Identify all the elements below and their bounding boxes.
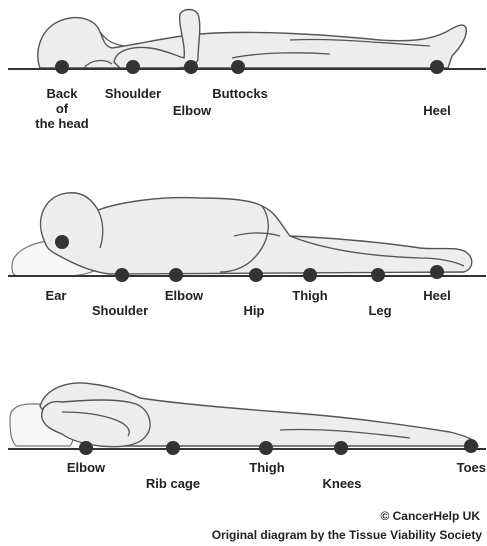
pressure-point-heel <box>430 265 444 279</box>
pressure-point-thigh <box>303 268 317 282</box>
label-elbow: Elbow <box>165 288 204 303</box>
figure-supine: Back of the head Shoulder Elbow Buttocks… <box>8 10 486 132</box>
figure-side-lying: Ear Shoulder Elbow Hip Thigh Leg Heel <box>8 193 486 318</box>
pressure-point-thigh <box>259 441 273 455</box>
label-toes: Toes <box>457 460 486 475</box>
figure-prone: Elbow Rib cage Thigh Knees Toes <box>8 383 486 491</box>
pressure-point-toes <box>464 439 478 453</box>
label-leg: Leg <box>368 303 391 318</box>
label-elbow: Elbow <box>67 460 106 475</box>
label-ear: Ear <box>46 288 67 303</box>
pressure-point-elbow <box>169 268 183 282</box>
label-back-of-head-1: Back <box>46 86 78 101</box>
label-back-of-head-3: the head <box>35 116 89 131</box>
pressure-point-buttocks <box>231 60 245 74</box>
label-elbow: Elbow <box>173 103 212 118</box>
label-shoulder: Shoulder <box>105 86 161 101</box>
pressure-point-leg <box>371 268 385 282</box>
pressure-point-shoulder <box>115 268 129 282</box>
label-shoulder: Shoulder <box>92 303 148 318</box>
pressure-point-ear <box>55 235 69 249</box>
label-heel: Heel <box>423 103 450 118</box>
source-credit: Original diagram by the Tissue Viability… <box>212 528 483 542</box>
pressure-point-hip <box>249 268 263 282</box>
label-thigh: Thigh <box>292 288 327 303</box>
label-knees: Knees <box>322 476 361 491</box>
label-heel: Heel <box>423 288 450 303</box>
label-rib-cage: Rib cage <box>146 476 200 491</box>
pressure-point-shoulder <box>126 60 140 74</box>
pressure-point-knees <box>334 441 348 455</box>
copyright-credit: © CancerHelp UK <box>380 509 480 523</box>
label-back-of-head-2: of <box>56 101 69 116</box>
supine-arm <box>114 10 200 69</box>
pressure-point-elbow <box>79 441 93 455</box>
pressure-point-elbow <box>184 60 198 74</box>
pressure-point-heel <box>430 60 444 74</box>
label-buttocks: Buttocks <box>212 86 268 101</box>
label-thigh: Thigh <box>249 460 284 475</box>
pressure-point-rib-cage <box>166 441 180 455</box>
pressure-point-back-of-head <box>55 60 69 74</box>
label-hip: Hip <box>244 303 265 318</box>
